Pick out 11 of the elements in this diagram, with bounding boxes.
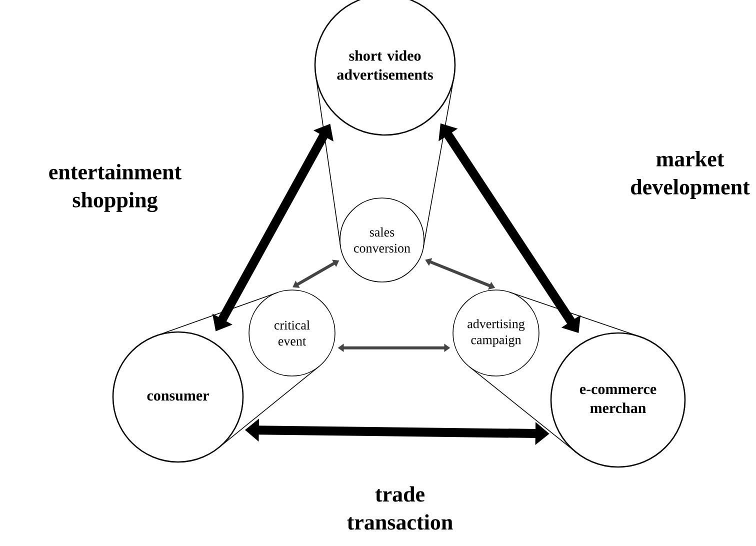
zoom-line: [315, 74, 341, 246]
side-label: trade transaction: [347, 486, 453, 530]
zoom-line: [510, 292, 640, 337]
zoom-line: [422, 76, 454, 248]
circle-node: e-commerce merchan: [550, 332, 686, 468]
zoom-line: [468, 366, 576, 453]
side-label: entertainment shopping: [49, 164, 182, 212]
zoom-line: [218, 366, 320, 448]
side-label: market development: [631, 151, 750, 199]
circle-node: consumer: [112, 331, 244, 463]
zoom-line: [156, 292, 278, 336]
